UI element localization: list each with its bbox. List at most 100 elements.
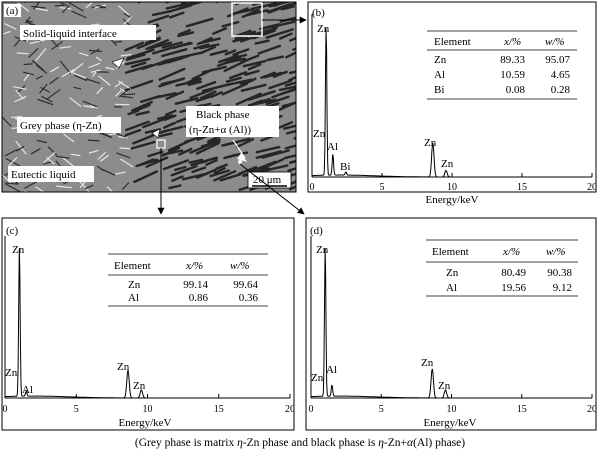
spectrum-b-peak-label-zn-kb: Zn [441,158,454,170]
micrograph-lamella [124,128,142,137]
micrograph-lamella [251,29,276,40]
micrograph-lamella [96,4,106,8]
spectrum-b-peak-label-zn-l-left: Zn [313,128,326,140]
micrograph-lamella [120,158,134,168]
micrograph-lamella [133,170,159,184]
micrograph-lamella [120,53,132,57]
micrograph-lamella [139,94,161,104]
micrograph-lamella [161,146,181,157]
micrograph-lamella [288,70,296,75]
micrograph-lamella [278,32,293,40]
spectrum-d-table-header-element: Element [432,246,469,258]
micrograph-lamella [49,76,59,85]
spectrum-c-x-tick-label: 15 [214,404,224,415]
micrograph-lamella [16,52,29,55]
micrograph-lamella [130,100,154,112]
micrograph-lamella [59,7,72,10]
eutectic-label-box [8,166,94,182]
spectrum-b-table-cell: 95.07 [545,54,570,66]
micrograph-lamella [43,152,56,164]
spectrum-b-table-cell: 89.33 [500,54,525,66]
micrograph-lamella [132,134,155,145]
micrograph-lamella [217,54,239,64]
micrograph-lamella [87,139,100,142]
micrograph-lamella [89,104,98,109]
spectrum-b-peak-label-zn-l: Zn [317,23,330,35]
micrograph-lamella [90,48,100,55]
micrograph-lamella [31,148,41,155]
micrograph-lamella [282,88,295,95]
spectrum-b-x-tick-label: 5 [380,182,385,193]
spectrum-d-x-tick-label: 0 [309,404,314,415]
micrograph-lamella [114,171,126,175]
spectrum-c-peak-label-zn-kb: Zn [133,380,146,392]
micrograph-lamella [224,49,237,56]
region-d-point [238,160,242,164]
micrograph-panel: (a) Solid-liquid interface Grey phase (η… [1,1,297,193]
micrograph-lamella [265,95,290,106]
spectrum-d-x-axis-label: Energy/keV [424,417,477,429]
micrograph-lamella [199,43,220,50]
spectrum-b-table: Element x/% w/% Zn 89.33 95.07 Al 10.59 … [427,30,577,100]
micrograph-lamella [147,14,170,24]
spectrum-b-table-cell: 4.65 [551,69,571,81]
micrograph-lamella [286,129,296,135]
spectrum-b-peak-label-zn-ka: Zn [424,137,437,149]
micrograph-lamella [165,90,185,100]
micrograph-lamella [24,181,38,189]
micrograph-lamella [123,13,133,19]
spectrum-b-table-header-element: Element [434,36,471,48]
micrograph-lamella [293,136,296,140]
micrograph-lamella [147,150,164,158]
micrograph-lamella [209,169,231,178]
micrograph-lamella [59,60,72,75]
micrograph-lamella [171,175,184,182]
micrograph-lamella [249,26,278,37]
micrograph-lamella [209,49,228,56]
spectrum-b-x-tick-label: 15 [517,182,527,193]
micrograph-lamella [82,100,98,108]
micrograph-lamella [177,29,192,36]
micrograph-lamella [160,78,184,86]
micrograph-lamella [265,28,294,39]
micrograph-lamella [213,167,226,174]
micrograph-lamella [14,96,26,103]
micrograph-lamella [287,167,296,172]
micrograph-lamella [124,41,145,52]
micrograph-lamella [145,39,170,51]
micrograph-lamella [261,23,281,31]
spectrum-c-x-axis-label: Energy/keV [119,417,172,429]
micrograph-lamella [289,160,296,164]
micrograph-lamella [33,2,41,10]
micrograph-lamella [289,185,296,191]
micrograph-lamella [145,156,169,168]
micrograph-lamella [175,51,204,60]
spectrum-c-peak-label-zn-l: Zn [12,244,25,256]
micrograph-lamella [61,4,71,14]
micrograph-lamella [124,120,150,132]
micrograph-lamella [130,140,156,150]
micrograph-lamella [126,48,155,60]
black-phase-label-line1: Black phase [196,109,250,121]
micrograph-lamella [213,170,237,182]
black-phase-label-line2: (η-Zn+α (Al)) [189,124,251,136]
micrograph-lamella [36,139,48,144]
micrograph-lamella [136,38,161,50]
micrograph-lamella [123,16,133,25]
spectrum-b-frame [307,1,597,193]
micrograph-lamella [96,86,104,95]
micrograph-lamella [250,2,278,11]
micrograph-lamella [207,138,221,145]
micrograph-lamella [88,62,101,69]
micrograph-lamella [152,45,176,55]
spectrum-c-table: Element x/% w/% Zn 99.14 99.64 Al 0.86 0… [108,253,268,307]
spectrum-b-peak-label-bi: Bi [340,161,350,173]
micrograph-lamella [195,93,218,103]
spectrum-d-peak-label-zn-ka: Zn [421,357,434,369]
micrograph-lamella [114,81,124,88]
micrograph-lamella [280,5,295,11]
micrograph-lamella [47,146,58,156]
micrograph-lamella [162,159,190,171]
micrograph-lamella [69,97,82,107]
